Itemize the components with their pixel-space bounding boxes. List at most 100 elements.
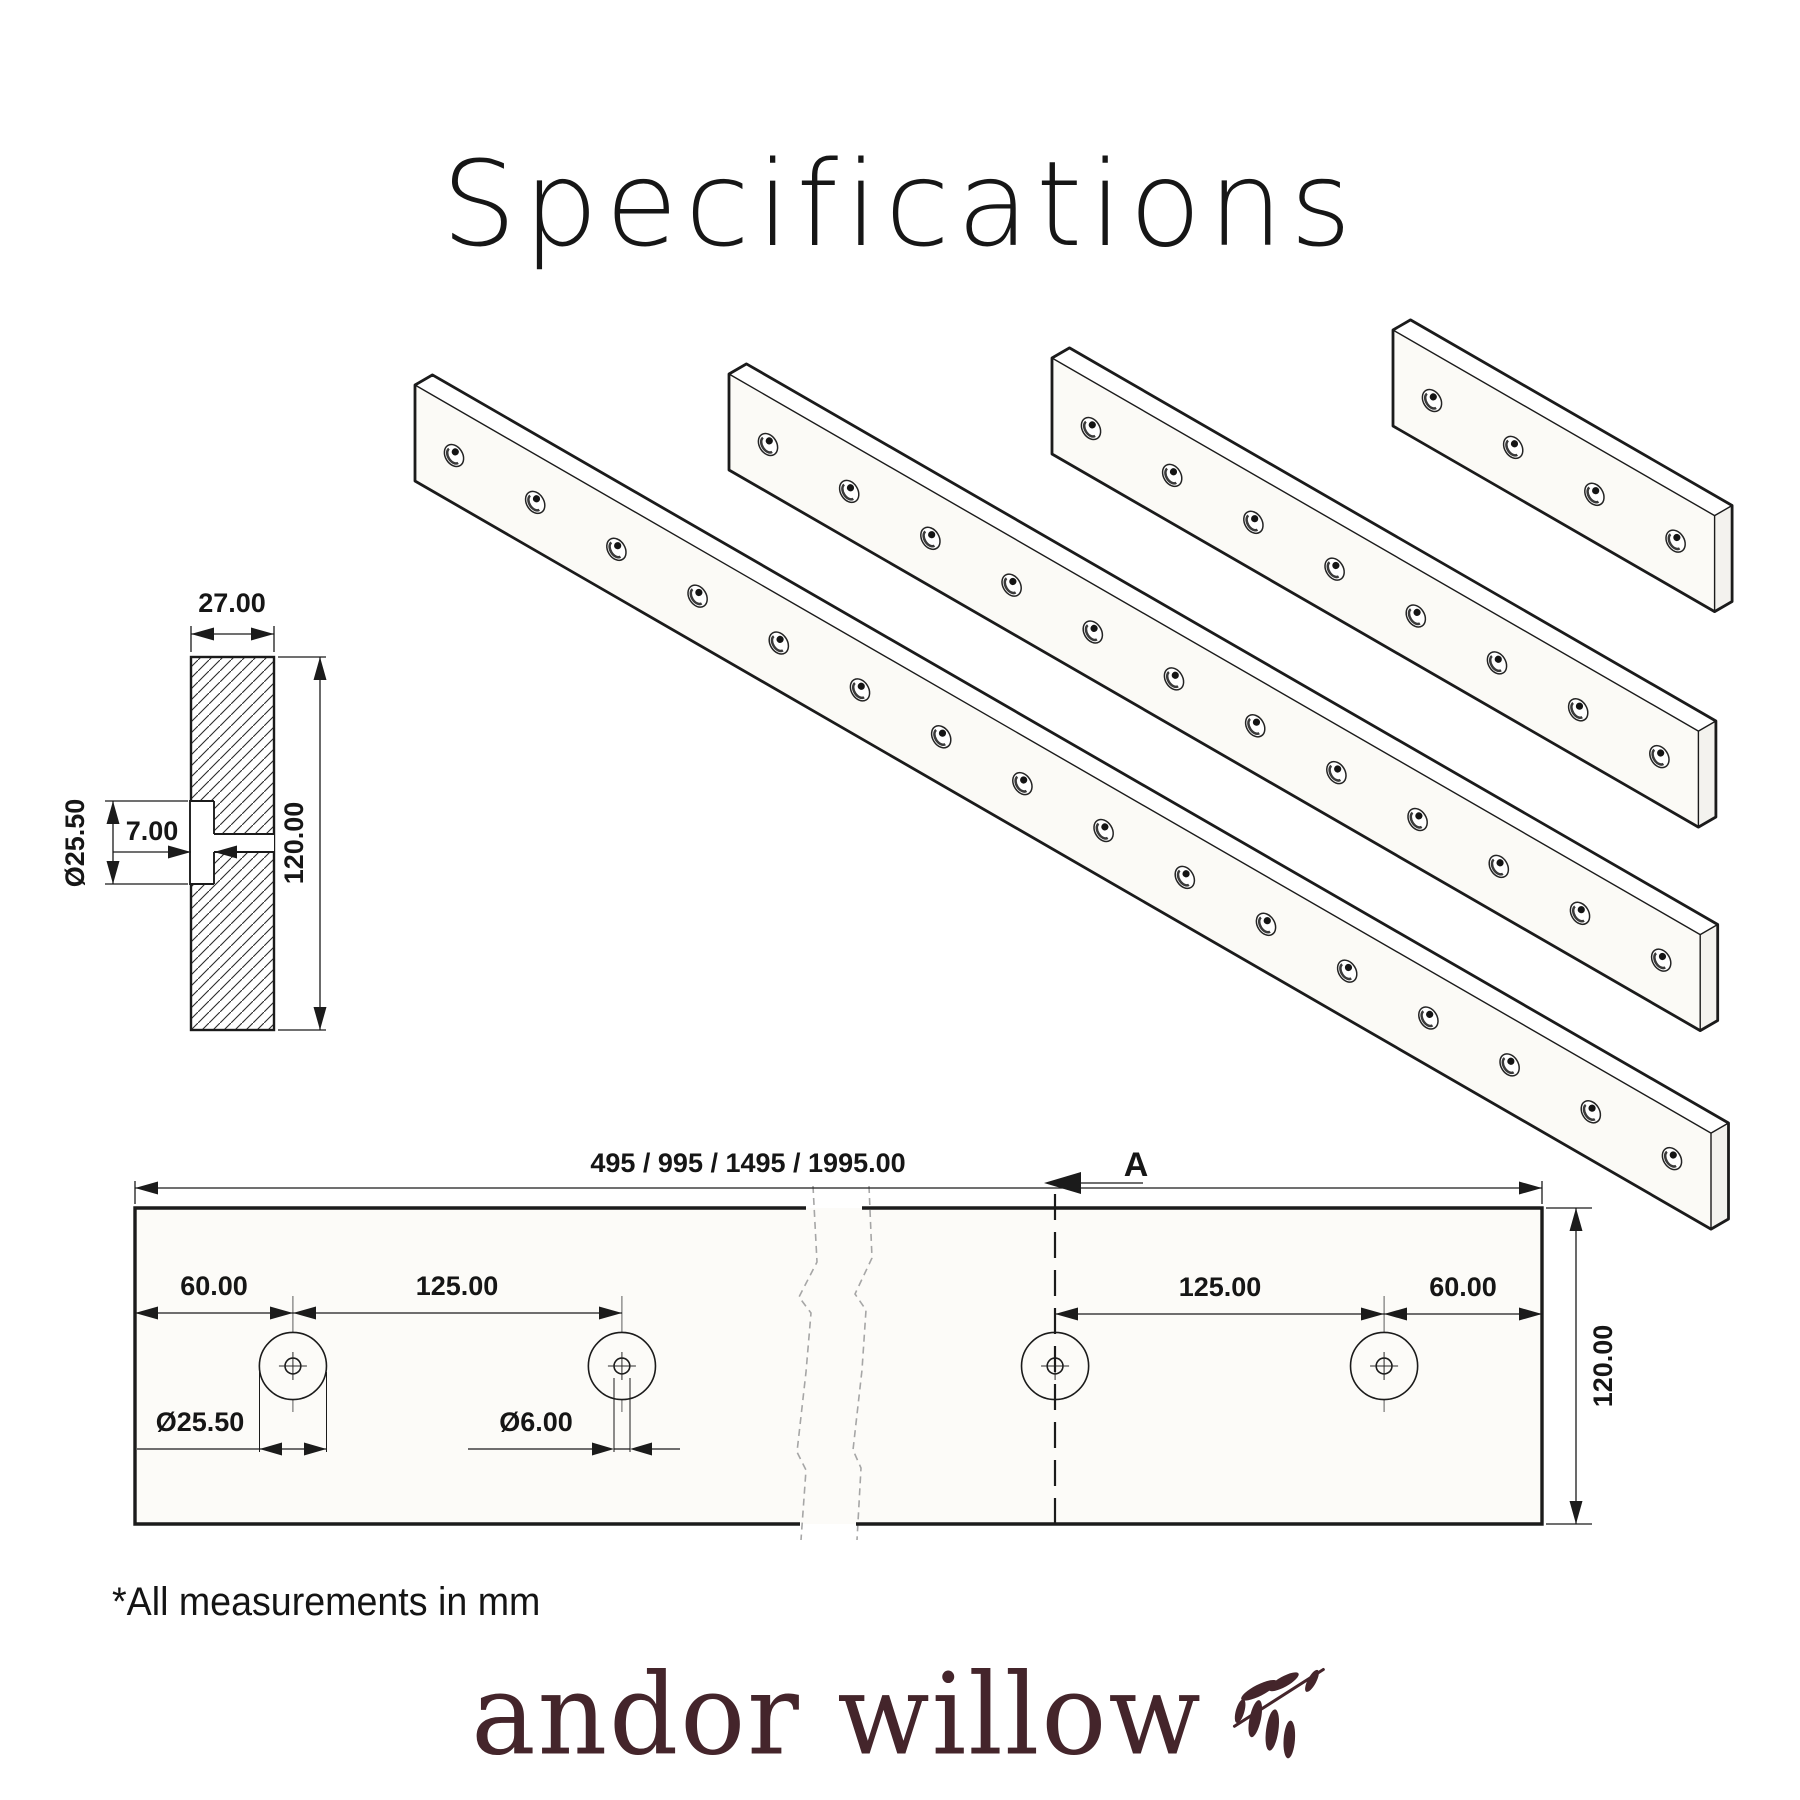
counterbore-hole <box>524 490 546 515</box>
counterbore-hole <box>1407 807 1428 832</box>
dim-counterbore-diameter: Ø25.50 <box>156 1407 245 1437</box>
arrowhead <box>135 1181 158 1195</box>
counterbore-hole <box>1093 818 1114 843</box>
arrowhead <box>259 1442 282 1456</box>
iso-board <box>1391 318 1734 613</box>
arrowhead <box>1519 1307 1542 1321</box>
arrowhead <box>630 1442 652 1456</box>
arrowhead <box>191 627 214 641</box>
front-view: 495 / 995 / 1495 / 1995.00 A 60.00 125.0… <box>133 1146 1618 1541</box>
board-edges-right <box>856 1206 1544 1526</box>
counterbore-hole <box>1243 510 1264 535</box>
board-edges-left <box>133 1206 806 1526</box>
arrowhead <box>1569 1208 1583 1231</box>
brand-logo: andor willow <box>0 1636 1800 1796</box>
arrowhead <box>214 845 237 859</box>
dim-counterbore-diameter: Ø25.50 <box>60 799 90 888</box>
arrowhead <box>1055 1307 1078 1321</box>
measurements-note: *All measurements in mm <box>112 1580 541 1624</box>
arrowhead <box>293 1306 316 1320</box>
arrowhead <box>1384 1307 1407 1321</box>
isometric-boards <box>413 318 1734 1231</box>
arrowhead <box>592 1442 614 1456</box>
brand-name: andor willow <box>471 1650 1203 1781</box>
counterbore-hole <box>920 526 941 551</box>
front-hole <box>258 1296 328 1412</box>
page-title: Specifications <box>441 135 1359 274</box>
counterbore-hole <box>1502 435 1524 460</box>
arrowhead <box>106 801 120 824</box>
counterbore-hole <box>1665 529 1686 553</box>
counterbore-hole <box>1326 760 1347 785</box>
counterbore-hole <box>1255 912 1277 937</box>
counterbore-hole <box>1567 698 1589 722</box>
counterbore-outline <box>189 800 215 885</box>
dim-hole-spacing-right: 125.00 <box>1179 1272 1262 1302</box>
counterbore-hole <box>930 725 952 749</box>
board-face <box>135 1208 1542 1524</box>
arrowhead <box>313 1007 327 1030</box>
dim-thickness: 27.00 <box>198 588 266 618</box>
counterbore-hole <box>1244 714 1266 738</box>
front-hole <box>587 1296 657 1412</box>
dim-hole-spacing-left: 125.00 <box>416 1271 499 1301</box>
counterbore-hole <box>1012 771 1033 796</box>
dim-height-lines <box>1546 1207 1592 1525</box>
counterbore-hole <box>838 479 860 504</box>
counterbore-hole <box>443 443 465 468</box>
dim-height-lines <box>278 656 326 1031</box>
counterbore-hole <box>1569 901 1591 926</box>
dim-counterbore-depth: 7.00 <box>126 816 179 846</box>
through-hole-slot <box>214 834 274 852</box>
arrowhead <box>599 1306 622 1320</box>
dim-height: 120.00 <box>279 802 309 885</box>
dim-thickness-lines <box>190 626 275 652</box>
dim-edge-to-hole-right: 60.00 <box>1429 1272 1497 1302</box>
counterbore-hole <box>1001 573 1022 597</box>
arrowhead <box>1044 1172 1081 1194</box>
counterbore-hole <box>1499 1053 1520 1077</box>
break-line <box>852 1185 873 1541</box>
willow-branch-icon <box>1232 1667 1325 1759</box>
counterbore-hole <box>606 537 627 562</box>
front-holes <box>258 1296 1419 1412</box>
counterbore-hole <box>1488 854 1510 879</box>
arrowhead <box>135 1306 158 1320</box>
dim-edge-to-hole-left: 60.00 <box>180 1271 248 1301</box>
counterbore-hole <box>849 678 871 702</box>
counterbore-hole <box>1584 482 1605 507</box>
counterbore-hole <box>757 432 779 457</box>
arrowhead <box>106 861 120 884</box>
counterbore-hole <box>687 584 708 608</box>
dim-length-lines <box>134 1181 1543 1204</box>
counterbore-hole <box>1336 959 1358 983</box>
break-line <box>796 1185 818 1541</box>
counterbore-hole <box>768 631 790 655</box>
counterbore-hole <box>1174 865 1196 890</box>
section-view: 27.00 120.00 Ø25.50 7.00 <box>60 588 327 1032</box>
arrowhead <box>304 1442 327 1456</box>
counterbore-hole <box>1421 388 1443 413</box>
arrowhead <box>168 845 191 859</box>
section-marker-label: A <box>1124 1146 1149 1184</box>
counterbore-hole <box>1650 948 1672 972</box>
arrowhead <box>270 1306 293 1320</box>
arrowhead <box>313 657 327 680</box>
arrowhead <box>251 627 274 641</box>
counterbore-hole <box>1486 651 1508 675</box>
tangent-lines <box>259 1372 327 1452</box>
dim-length-options: 495 / 995 / 1495 / 1995.00 <box>590 1148 905 1178</box>
dim-height: 120.00 <box>1588 1325 1618 1408</box>
counterbore-hole <box>1082 620 1104 644</box>
counterbore-hole <box>1324 557 1345 581</box>
counterbore-recess <box>190 801 214 884</box>
dim-through-hole-diameter: Ø6.00 <box>499 1407 573 1437</box>
iso-board <box>727 362 1720 1032</box>
counterbore-hole <box>1405 604 1427 628</box>
counterbore-hole <box>1661 1146 1683 1171</box>
counterbore-hole <box>1080 416 1102 441</box>
arrowhead <box>1361 1307 1384 1321</box>
counterbore-hole <box>1161 463 1183 488</box>
